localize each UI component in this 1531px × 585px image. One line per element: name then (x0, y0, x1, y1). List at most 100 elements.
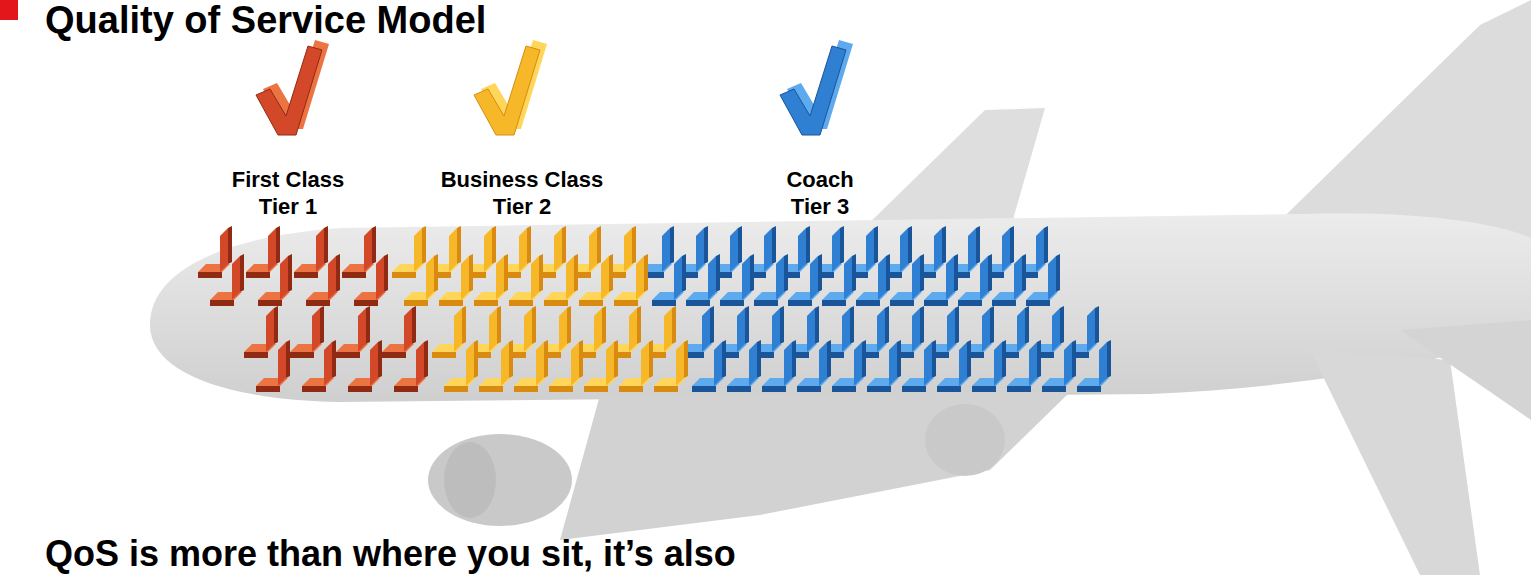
seat-back-side (955, 306, 959, 344)
seat-back (877, 308, 885, 352)
seat-front (256, 386, 280, 392)
seat-back-side (827, 340, 831, 378)
checkmark-icon (474, 40, 547, 135)
seat-back-side (614, 340, 618, 378)
seat-icon (579, 254, 613, 306)
seat-back (559, 308, 567, 352)
seat-front (720, 300, 744, 306)
seat-icon (890, 254, 924, 306)
seat-back (624, 228, 632, 272)
seat-icon (720, 254, 754, 306)
seat-back-side (384, 254, 388, 292)
seat-back (854, 342, 862, 386)
seat-back-side (1010, 226, 1014, 264)
seat-back (416, 342, 424, 386)
seat-back-side (602, 306, 606, 344)
seat-back (1036, 228, 1044, 272)
seat-front (432, 352, 456, 358)
seat-icon (1007, 340, 1041, 392)
seat-icon (302, 340, 336, 392)
seat-front (902, 386, 926, 392)
seat-icon (937, 340, 971, 392)
seat-back (1052, 308, 1060, 352)
seat-icon (244, 306, 278, 358)
seat-back (749, 342, 757, 386)
seat-front (619, 386, 643, 392)
seat-icon (924, 254, 958, 306)
seat-icon (856, 254, 890, 306)
checkmark-face (256, 46, 322, 135)
seat-back (764, 228, 772, 272)
seat-back-side (670, 226, 674, 264)
seat-back (414, 228, 422, 272)
seat-back (662, 228, 670, 272)
seat-back-side (332, 340, 336, 378)
seat-back-side (474, 340, 478, 378)
seat-back-side (818, 254, 822, 292)
seat-back (404, 308, 412, 352)
seat-front (992, 300, 1016, 306)
seat-back-side (704, 226, 708, 264)
seat-back-side (1107, 340, 1111, 378)
seat-back (589, 228, 597, 272)
seat-back (844, 256, 852, 300)
seat-back (232, 256, 240, 300)
seat-front (198, 272, 222, 278)
seat-icon (867, 340, 901, 392)
seat-back (454, 308, 462, 352)
seat-front (244, 352, 268, 358)
seat-icon (797, 340, 831, 392)
seat-back (606, 342, 614, 386)
seat-back-side (967, 340, 971, 378)
slide-title: Quality of Service Model (45, 0, 486, 42)
seat-front (958, 300, 982, 306)
seat-front (654, 386, 678, 392)
tail-stabilizer (1400, 320, 1531, 420)
seat-back-side (716, 254, 720, 292)
seat-back (947, 308, 955, 352)
seat-back-side (527, 226, 531, 264)
seat-front (832, 386, 856, 392)
seat-front (692, 386, 716, 392)
seat-back-side (757, 340, 761, 378)
seat-back (594, 308, 602, 352)
seat-icon (762, 340, 796, 392)
seat-back (674, 256, 682, 300)
seat-front (392, 272, 416, 278)
seat-back (912, 308, 920, 352)
tail-stabilizer (1310, 350, 1480, 575)
seat-back-side (784, 254, 788, 292)
seat-icon (294, 226, 328, 278)
seat-icon (832, 340, 866, 392)
seat-back (878, 256, 886, 300)
checkmarks (256, 40, 853, 135)
seat-icon (336, 306, 370, 358)
seat-icon (432, 306, 466, 358)
seat-back-side (684, 340, 688, 378)
seat-back (1002, 228, 1010, 272)
seat-front (444, 386, 468, 392)
seat-back-side (840, 226, 844, 264)
seat-back (524, 308, 532, 352)
seat-front (1026, 300, 1050, 306)
seat-back (268, 228, 276, 272)
seat-back (702, 308, 710, 352)
tier-label: First Class Tier 1 (222, 166, 354, 220)
seat-back (461, 256, 469, 300)
seat-back (798, 228, 806, 272)
seat-back (501, 342, 509, 386)
seat-back-side (988, 254, 992, 292)
seat-back (641, 342, 649, 386)
engine (428, 434, 572, 526)
seat-front (924, 300, 948, 306)
seat-back-side (532, 306, 536, 344)
seat-back-side (1072, 340, 1076, 378)
seat-back-side (908, 226, 912, 264)
seat-icon (514, 340, 548, 392)
seat-back-side (920, 306, 924, 344)
tier-label: Coach Tier 3 (777, 166, 863, 220)
seat-back (280, 256, 288, 300)
seat-back (664, 308, 672, 352)
seat-back (376, 256, 384, 300)
seat-back-side (320, 306, 324, 344)
